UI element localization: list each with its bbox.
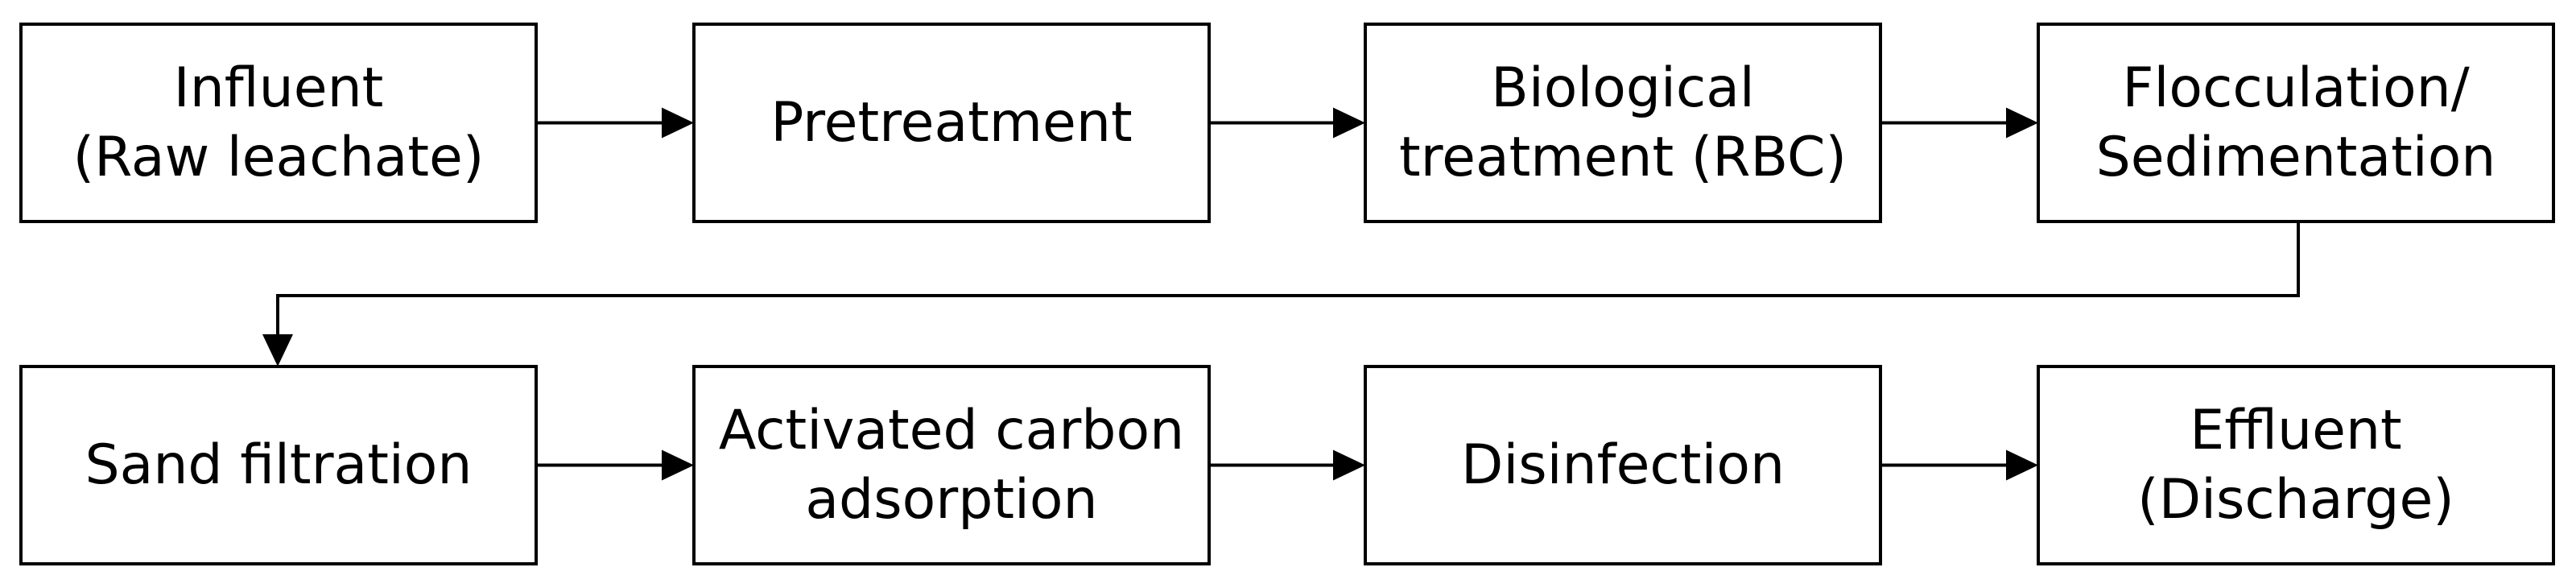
node-label: (Discharge) — [2137, 468, 2454, 532]
node-label: Influent — [174, 56, 384, 120]
node-label: Biological — [1491, 56, 1755, 120]
arrowhead — [1333, 449, 1365, 481]
arrowhead — [1333, 107, 1365, 139]
arrow-sand-filtration-to-activated-carbon-adsorption — [536, 449, 694, 481]
node-label: Sand filtration — [85, 433, 473, 497]
node-effluent: Effluent(Discharge) — [2037, 365, 2555, 565]
arrowhead — [262, 334, 293, 366]
node-pretreatment: Pretreatment — [692, 23, 1211, 223]
nodes-layer: Influent(Raw leachate) Pretreatment Biolog… — [19, 23, 2555, 565]
node-label: Effluent — [2190, 399, 2401, 462]
node-box — [692, 365, 1211, 565]
node-disinfection: Disinfection — [1364, 365, 1882, 565]
connector-line — [276, 222, 2300, 337]
node-label: treatment (RBC) — [1399, 126, 1847, 189]
arrowhead — [2006, 107, 2038, 139]
node-label: Sedimentation — [2096, 126, 2496, 189]
node-label: Activated carbon — [719, 399, 1184, 462]
arrow-influent-to-pretreatment — [536, 107, 694, 139]
arrow-biological-treatment-to-flocculation-sedimentation — [1880, 107, 2038, 139]
node-box — [1364, 365, 1882, 565]
arrow-disinfection-to-effluent — [1880, 449, 2038, 481]
node-label: Pretreatment — [770, 91, 1132, 155]
arrowhead — [662, 449, 694, 481]
node-label: Disinfection — [1461, 433, 1785, 497]
arrow-pretreatment-to-biological-treatment — [1209, 107, 1365, 139]
node-box — [2037, 23, 2555, 223]
node-label: adsorption — [805, 468, 1097, 532]
arrow-flocculation-sedimentation-to-sand-filtration — [262, 222, 2300, 366]
node-box — [19, 365, 538, 565]
node-box — [692, 23, 1211, 223]
node-label: Flocculation/ — [2122, 56, 2469, 120]
connectors-layer — [262, 107, 2300, 481]
node-label: (Raw leachate) — [73, 126, 485, 189]
node-box — [2037, 365, 2555, 565]
node-box — [19, 23, 538, 223]
arrow-activated-carbon-adsorption-to-disinfection — [1209, 449, 1365, 481]
arrowhead — [662, 107, 694, 139]
node-influent: Influent(Raw leachate) — [19, 23, 538, 223]
arrowhead — [2006, 449, 2038, 481]
node-flocculation-sedimentation: Flocculation/Sedimentation — [2037, 23, 2555, 223]
node-sand-filtration: Sand filtration — [19, 365, 538, 565]
node-box — [1364, 23, 1882, 223]
